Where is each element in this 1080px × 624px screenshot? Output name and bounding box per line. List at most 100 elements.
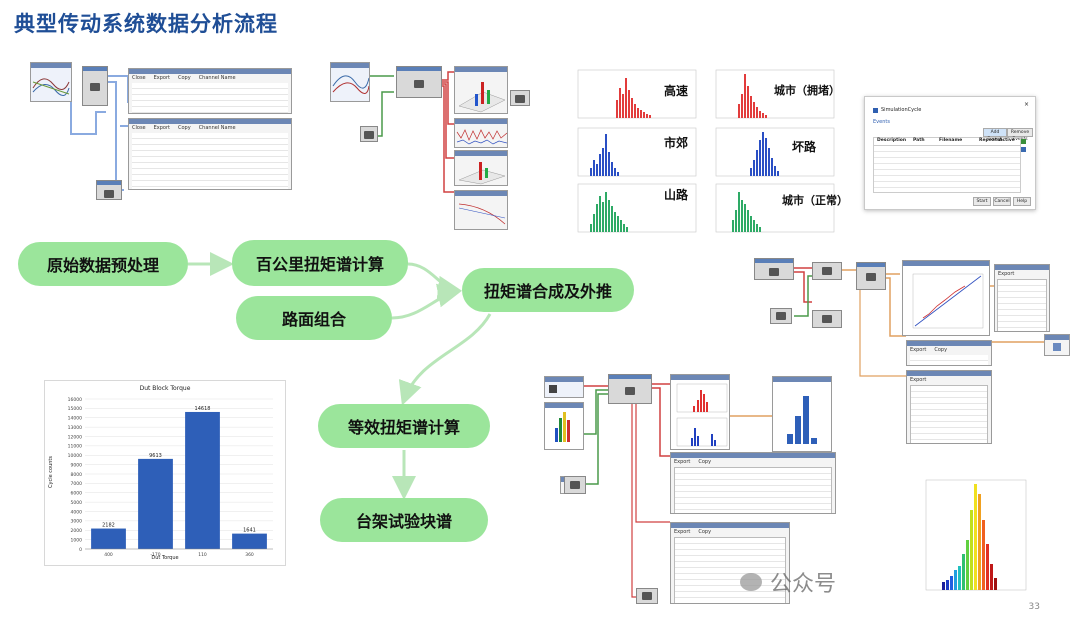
mini-bar-chart-window <box>772 376 832 452</box>
rainflow-connectors <box>370 71 454 193</box>
y-tick-label: 15000 <box>68 406 82 412</box>
dialog-heading: Events <box>873 119 890 125</box>
chart-ylabel: Cycle counts <box>47 456 54 488</box>
y-tick-label: 3000 <box>71 519 83 525</box>
col-description: Description <box>877 138 907 143</box>
x-tick-label: 400 <box>104 552 113 558</box>
y-tick-label: 10000 <box>68 453 82 459</box>
label-bad-road: 坏路 <box>792 140 817 154</box>
page-number: 33 <box>1028 602 1040 612</box>
label-city-normal: 城市（正常） <box>782 194 848 207</box>
chart-xlabel: Dut Torque <box>151 555 179 561</box>
rainflow-3d-window-1 <box>454 66 508 114</box>
x-tick-label: -170 <box>150 552 160 558</box>
bar <box>91 528 126 549</box>
side-node-1[interactable] <box>510 90 530 106</box>
spectrum-3d-window <box>544 402 584 450</box>
x-tick-label: 110 <box>198 552 207 558</box>
watermark: 公众号 <box>740 566 836 598</box>
col-active: Active <box>999 138 1015 143</box>
screenshot-rainflow <box>330 62 540 230</box>
label-city-congested: 城市（拥堵） <box>774 84 840 97</box>
synthesis-node[interactable] <box>608 374 652 404</box>
table-node[interactable] <box>564 476 586 494</box>
curve-fitting-connectors <box>794 267 1046 377</box>
column-table-window: Export <box>906 370 992 444</box>
signal-plot-window <box>330 62 370 102</box>
label-mountain: 山路 <box>664 188 689 202</box>
timeseries-window <box>454 118 508 148</box>
y-tick-label: 16000 <box>68 397 82 403</box>
cf-node-5[interactable] <box>856 262 886 290</box>
cf-node-3[interactable] <box>812 262 842 280</box>
simulation-cycle-dialog[interactable]: SimulationCycle × Events Add Events Remo… <box>864 96 1036 210</box>
colored-histogram <box>912 470 1032 600</box>
flow-step-preprocess: 原始数据预处理 <box>18 242 188 286</box>
bar-value-label: 14618 <box>195 406 211 412</box>
weibull-fit-window <box>902 260 990 336</box>
y-tick-label: 8000 <box>71 472 83 478</box>
label-suburb: 市郊 <box>664 136 689 150</box>
bar-value-label: 9613 <box>149 453 162 459</box>
cf-node-2[interactable] <box>770 308 792 324</box>
bar-value-label: 2182 <box>102 523 115 529</box>
fit-curve-window <box>454 190 508 230</box>
y-tick-label: 1000 <box>71 537 83 543</box>
block-torque-connectors <box>584 383 772 598</box>
revolutions-damage-window <box>670 374 730 450</box>
output-node[interactable] <box>96 180 122 200</box>
bar <box>138 458 173 549</box>
col-repeats: Repeats <box>979 138 1000 143</box>
x-tick-label: 360 <box>245 552 254 558</box>
bottom-node[interactable] <box>636 588 658 604</box>
dialog-title: SimulationCycle <box>881 107 922 113</box>
input-node[interactable] <box>360 126 378 142</box>
events-table: Description Path Filename Repeats Active <box>873 137 1021 193</box>
dialog-side-icons[interactable] <box>1021 139 1027 159</box>
line-plot-window <box>30 62 72 102</box>
bar <box>232 533 267 549</box>
fit-table-window: Export <box>994 264 1050 332</box>
bar-chart-svg: 0100020003000400050006000700080009000100… <box>68 397 273 558</box>
y-tick-label: 14000 <box>68 416 82 422</box>
start-button[interactable]: Start <box>973 197 991 206</box>
node-window-a <box>544 376 584 398</box>
flow-step-torque-spectrum: 百公里扭矩谱计算 <box>232 240 408 286</box>
flow-step-equivalent: 等效扭矩谱计算 <box>318 404 490 448</box>
hist-node[interactable] <box>396 66 442 98</box>
cf-output-node <box>1044 334 1070 356</box>
y-tick-label: 5000 <box>71 500 83 506</box>
chart-title: Dut Block Torque <box>139 385 191 392</box>
close-icon[interactable]: × <box>1023 101 1029 108</box>
cancel-button[interactable]: Cancel <box>993 197 1011 206</box>
page-title: 典型传动系统数据分析流程 <box>14 12 278 36</box>
flow-step-road-combination: 路面组合 <box>236 296 392 340</box>
y-tick-label: 7000 <box>71 481 83 487</box>
rainflow-3d-window-2 <box>454 150 508 186</box>
y-tick-label: 2000 <box>71 528 83 534</box>
col-path: Path <box>913 138 925 143</box>
cf-node-1[interactable] <box>754 258 794 280</box>
y-tick-label: 4000 <box>71 509 83 515</box>
add-events-button[interactable]: Add Events <box>983 128 1007 142</box>
bar-value-label: 1641 <box>243 528 256 534</box>
y-tick-label: 13000 <box>68 425 82 431</box>
wechat-icon <box>740 573 762 591</box>
process-node[interactable] <box>82 66 108 106</box>
col-filename: Filename <box>939 138 963 143</box>
road-histogram-grid: 高速 城市（拥堵） 市郊 坏路 山路 城市（正常） <box>568 64 854 244</box>
y-tick-label: 6000 <box>71 491 83 497</box>
help-button[interactable]: Help <box>1013 197 1031 206</box>
road-histograms <box>577 69 835 233</box>
app-icon <box>873 107 878 113</box>
cf-node-4[interactable] <box>812 310 842 328</box>
